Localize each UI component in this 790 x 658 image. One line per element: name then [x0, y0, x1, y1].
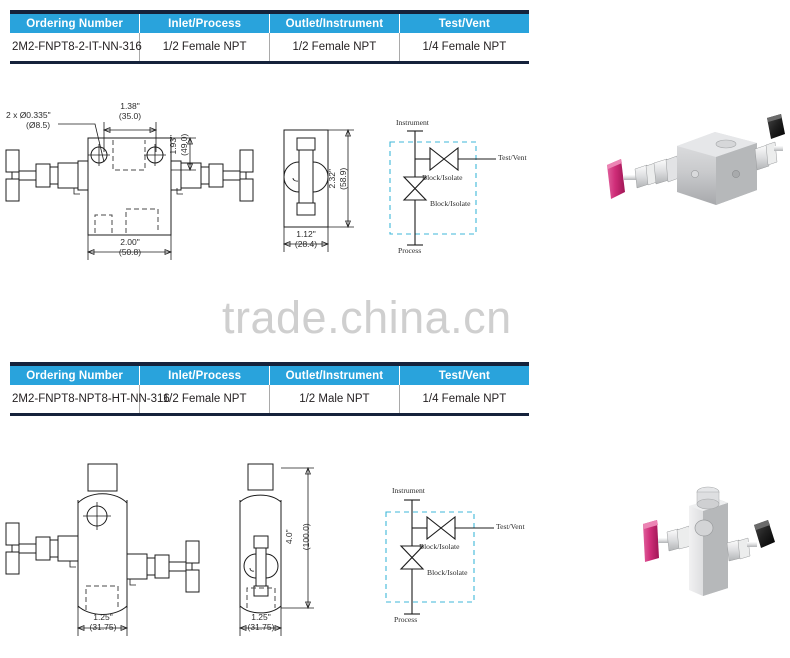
- dim-bottom-side-height-inch: 4.0": [284, 529, 295, 545]
- dim-bottom-side-width-inch: 1.25": [251, 612, 271, 622]
- dim-overall-width-inch: 2.00": [120, 237, 140, 247]
- column-header-test-vent: Test/Vent: [398, 14, 529, 33]
- dim-inner-width-inch: 1.38": [120, 101, 140, 111]
- right-handle: [754, 520, 775, 548]
- cell-ordering-number: 2M2-FNPT8-NPT8-HT-NN-316: [10, 385, 170, 413]
- dim-bottom-front-width-inch: 1.25": [93, 612, 113, 622]
- dim-side-height-mm: (58.9): [338, 167, 349, 190]
- right-handle: [767, 114, 785, 139]
- cell-outlet-instrument: 1/2 Male NPT: [269, 385, 400, 413]
- table-row: 2M2-FNPT8-NPT8-HT-NN-316 1/2 Female NPT …: [10, 385, 529, 413]
- table-bottom-rule: [10, 413, 529, 416]
- left-handle: [643, 520, 659, 562]
- column-header-inlet-process: Inlet/Process: [139, 14, 270, 33]
- dim-bottom-side-width-mm: (31.75): [247, 622, 275, 632]
- schematic-top: Instrument Test/Vent Block/Isolate Block…: [378, 118, 533, 258]
- dim-side-width-inch: 1.12": [296, 229, 316, 239]
- watermark-text: trade.china.cn: [222, 292, 512, 343]
- cell-inlet-process: 1/2 Female NPT: [139, 33, 270, 61]
- column-header-outlet-instrument: Outlet/Instrument: [269, 14, 400, 33]
- cell-outlet-instrument: 1/2 Female NPT: [269, 33, 400, 61]
- schematic-label-test-vent: Test/Vent: [498, 153, 527, 162]
- drawing-bottom-front-view: 1.25" (31.75): [0, 458, 220, 648]
- dim-side-width-mm: (28.4): [294, 239, 318, 249]
- table-bottom-rule: [10, 61, 529, 64]
- spec-table-1: Ordering Number Inlet/Process Outlet/Ins…: [10, 10, 529, 64]
- spec-table-2: Ordering Number Inlet/Process Outlet/Ins…: [10, 362, 529, 416]
- schematic-label-block-isolate-2: Block/Isolate: [430, 199, 471, 208]
- product-render-bottom: [615, 470, 790, 615]
- table-header-row: Ordering Number Inlet/Process Outlet/Ins…: [10, 14, 529, 33]
- drawing-bottom-side-view: 4.0" (100.0) 1.25" (31.75): [222, 458, 362, 648]
- table-top-rule: [10, 10, 529, 14]
- schematic-label-process: Process: [394, 615, 418, 624]
- cell-test-vent: 1/4 Female NPT: [398, 385, 529, 413]
- drawing-top-front-view: 2 x Ø0.335" (Ø8.5) 1.38" (35.0) 1.93" (4…: [0, 100, 270, 275]
- schematic-label-instrument: Instrument: [392, 486, 425, 495]
- table-row: 2M2-FNPT8-2-IT-NN-316 1/2 Female NPT 1/2…: [10, 33, 529, 61]
- dim-hole-callout-line2: (Ø8.5): [26, 120, 51, 130]
- column-header-outlet-instrument: Outlet/Instrument: [269, 366, 400, 385]
- dim-height-inch: 1.93": [168, 134, 179, 155]
- dim-overall-width-mm: (50.8): [118, 247, 142, 257]
- cell-inlet-process: 1/2 Female NPT: [139, 385, 270, 413]
- dim-inner-width-mm: (35.0): [118, 111, 142, 121]
- drawing-top-side-view: 2.32" (58.9) 1.12" (28.4): [270, 112, 380, 267]
- dim-bottom-side-height-mm: (100.0): [301, 523, 312, 551]
- schematic-label-instrument: Instrument: [396, 118, 429, 127]
- schematic-label-block-isolate-2: Block/Isolate: [427, 568, 468, 577]
- dim-bottom-front-width-mm: (31.75): [89, 622, 117, 632]
- column-header-ordering-number: Ordering Number: [10, 366, 141, 385]
- schematic-label-test-vent: Test/Vent: [496, 522, 525, 531]
- column-header-test-vent: Test/Vent: [398, 366, 529, 385]
- cell-ordering-number: 2M2-FNPT8-2-IT-NN-316: [10, 33, 142, 61]
- product-render-top: [585, 112, 785, 227]
- schematic-label-block-isolate-1: Block/Isolate: [419, 542, 460, 551]
- table-top-rule: [10, 362, 529, 366]
- cell-test-vent: 1/4 Female NPT: [398, 33, 529, 61]
- schematic-bottom: Instrument Test/Vent Block/Isolate Block…: [374, 484, 534, 629]
- column-header-inlet-process: Inlet/Process: [139, 366, 270, 385]
- table-header-row: Ordering Number Inlet/Process Outlet/Ins…: [10, 366, 529, 385]
- left-handle: [607, 159, 625, 199]
- dim-side-height-inch: 2.32": [327, 168, 338, 189]
- dim-hole-callout-line1: 2 x Ø0.335": [6, 110, 51, 120]
- dim-height-mm: (49.0): [179, 133, 190, 156]
- schematic-label-process: Process: [398, 246, 422, 255]
- schematic-label-block-isolate-1: Block/Isolate: [422, 173, 463, 182]
- column-header-ordering-number: Ordering Number: [10, 14, 141, 33]
